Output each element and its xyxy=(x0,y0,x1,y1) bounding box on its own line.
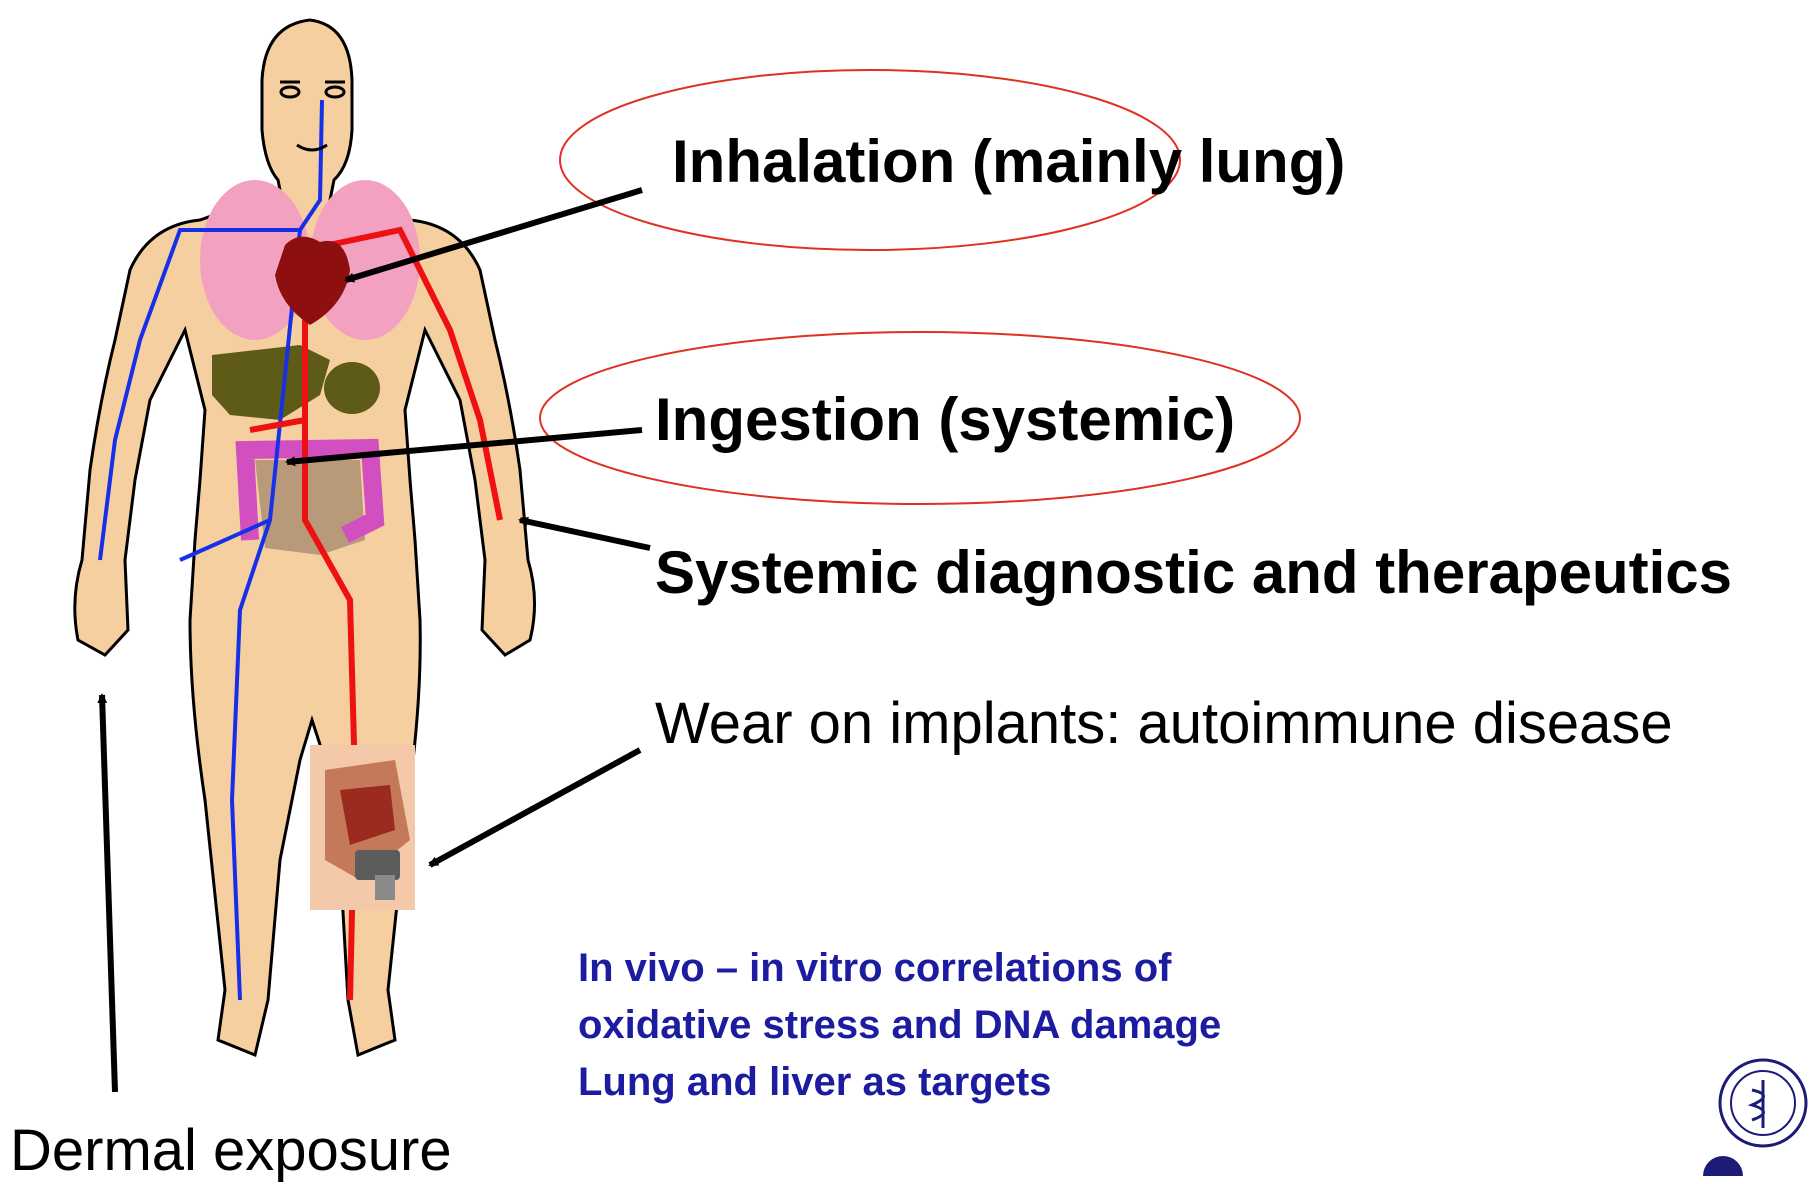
systemic-arrow xyxy=(520,520,650,548)
note-line: In vivo – in vitro correlations of xyxy=(578,946,1171,991)
implants-label: Wear on implants: autoimmune disease xyxy=(655,690,1673,757)
university-seal xyxy=(1703,1060,1806,1176)
ingestion-label: Ingestion (systemic) xyxy=(655,385,1235,454)
knee-implant-photo xyxy=(310,745,415,910)
dermal-arrow xyxy=(102,695,115,1092)
systemic-label: Systemic diagnostic and therapeutics xyxy=(655,538,1732,607)
dermal-exposure-label: Dermal exposure xyxy=(10,1117,452,1184)
inhalation-label: Inhalation (mainly lung) xyxy=(672,127,1345,196)
implant-arrow xyxy=(430,750,640,865)
human-figure xyxy=(75,20,535,1055)
note-line: Lung and liver as targets xyxy=(578,1060,1051,1105)
note-line: oxidative stress and DNA damage xyxy=(578,1003,1221,1048)
stomach xyxy=(324,362,380,414)
